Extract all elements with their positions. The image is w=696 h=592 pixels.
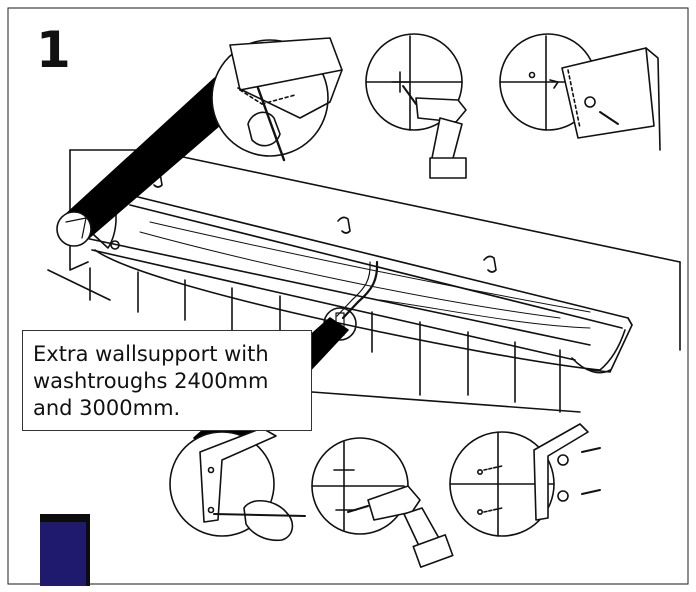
detail-bottom-screws: [449, 423, 601, 537]
note-line: and 3000mm.: [33, 396, 181, 420]
bracket-icon: [533, 423, 589, 521]
note-line: washtroughs 2400mm: [33, 369, 269, 393]
panel-border: [7, 7, 689, 585]
step-number: 1: [36, 21, 71, 79]
detail-bottom-bracket-mark: [169, 427, 306, 542]
screw-icon: [581, 447, 601, 495]
hand-icon: [243, 500, 294, 542]
note-box: Extra wallsupport with washtroughs 2400m…: [22, 330, 312, 431]
drill-icon: [347, 485, 454, 568]
drill-icon: [402, 85, 467, 179]
screw-icon: [599, 111, 619, 125]
detail-top-screw: [499, 33, 661, 151]
support-rod: [341, 260, 379, 320]
detail-bottom-drill: [311, 437, 454, 568]
color-swatch: [40, 514, 90, 586]
detail-marker-left: [56, 211, 92, 247]
pencil-icon: [256, 86, 286, 162]
detail-top-mark: [211, 37, 343, 162]
detail-top-drill: [365, 33, 467, 179]
note-line: Extra wallsupport with: [33, 342, 269, 366]
